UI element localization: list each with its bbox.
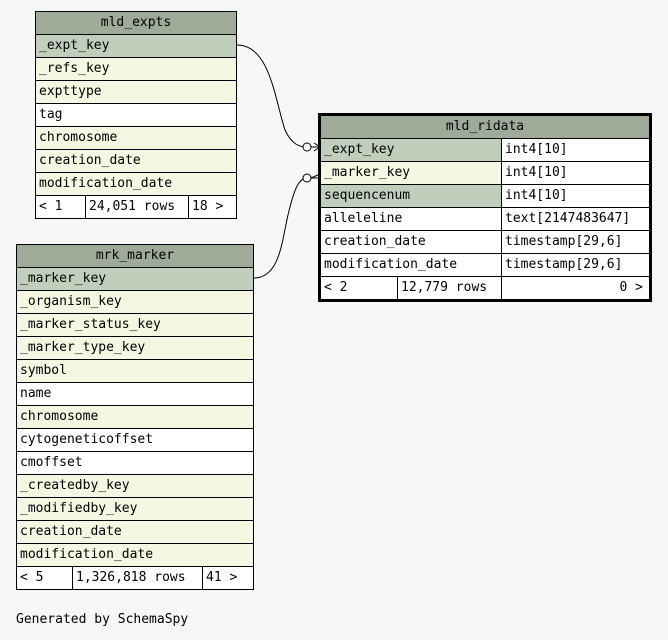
column-name: _expt_key bbox=[39, 38, 110, 53]
link-expt-key-end-circle bbox=[302, 142, 312, 152]
column-type: int4[10] bbox=[501, 139, 649, 161]
column-name: tag bbox=[39, 107, 63, 122]
row-count: 1,326,818 rows bbox=[72, 567, 202, 589]
column-name: chromosome bbox=[39, 130, 118, 145]
column-row[interactable]: _marker_key int4[10] bbox=[321, 162, 649, 185]
column-name: _marker_key bbox=[20, 271, 107, 286]
column-row[interactable]: _marker_type_key bbox=[17, 337, 253, 360]
column-row[interactable]: tag bbox=[36, 104, 236, 127]
column-name: creation_date bbox=[20, 524, 122, 539]
column-name: modification_date bbox=[39, 176, 173, 191]
column-row[interactable]: modification_date bbox=[36, 173, 236, 196]
column-row[interactable]: _createdby_key bbox=[17, 475, 253, 498]
column-row[interactable]: creation_date bbox=[36, 150, 236, 173]
parents-count[interactable]: < 2 bbox=[324, 280, 348, 295]
column-type: text[2147483647] bbox=[501, 208, 649, 230]
table-mrk-marker[interactable]: mrk_marker _marker_key _organism_key _ma… bbox=[16, 244, 254, 590]
column-row[interactable]: creation_date bbox=[17, 521, 253, 544]
column-row[interactable]: name bbox=[17, 383, 253, 406]
children-count[interactable]: 0 > bbox=[501, 277, 649, 299]
column-name: _marker_key bbox=[324, 165, 411, 180]
column-row[interactable]: modification_date bbox=[17, 544, 253, 567]
column-row[interactable]: symbol bbox=[17, 360, 253, 383]
generated-by-label: Generated by SchemaSpy bbox=[16, 612, 189, 627]
column-name: _marker_type_key bbox=[20, 340, 146, 355]
column-name: _refs_key bbox=[39, 61, 110, 76]
column-name: modification_date bbox=[20, 547, 154, 562]
row-count: 12,779 rows bbox=[397, 277, 501, 299]
column-name: alleleline bbox=[324, 211, 403, 226]
column-row[interactable]: _expt_key int4[10] bbox=[321, 139, 649, 162]
column-name: _organism_key bbox=[20, 294, 122, 309]
column-row[interactable]: _modifiedby_key bbox=[17, 498, 253, 521]
table-title[interactable]: mld_ridata bbox=[321, 116, 649, 139]
column-name: expttype bbox=[39, 84, 102, 99]
column-row[interactable]: _marker_status_key bbox=[17, 314, 253, 337]
column-name: modification_date bbox=[324, 257, 458, 272]
parents-count[interactable]: < 5 bbox=[20, 570, 44, 585]
parents-count[interactable]: < 1 bbox=[39, 199, 63, 214]
column-name: symbol bbox=[20, 363, 67, 378]
column-row[interactable]: _refs_key bbox=[36, 58, 236, 81]
column-name: chromosome bbox=[20, 409, 99, 424]
column-name: _marker_status_key bbox=[20, 317, 161, 332]
column-type: int4[10] bbox=[501, 162, 649, 184]
link-marker-key bbox=[253, 177, 308, 279]
column-type: timestamp[29,6] bbox=[501, 231, 649, 253]
link-marker-key-end-circle bbox=[302, 173, 312, 183]
column-row[interactable]: modification_date timestamp[29,6] bbox=[321, 254, 649, 277]
column-type: int4[10] bbox=[501, 185, 649, 207]
table-footer: < 1 24,051 rows 18 > bbox=[36, 196, 236, 218]
column-name: _expt_key bbox=[324, 142, 395, 157]
column-row[interactable]: chromosome bbox=[36, 127, 236, 150]
column-row[interactable]: cytogeneticoffset bbox=[17, 429, 253, 452]
column-name: cmoffset bbox=[20, 455, 83, 470]
column-name: _modifiedby_key bbox=[20, 501, 138, 516]
column-type: timestamp[29,6] bbox=[501, 254, 649, 276]
row-count: 24,051 rows bbox=[85, 196, 188, 218]
column-row[interactable]: cmoffset bbox=[17, 452, 253, 475]
table-mld-expts[interactable]: mld_expts _expt_key _refs_key expttype t… bbox=[35, 11, 237, 219]
column-name: creation_date bbox=[324, 234, 426, 249]
column-row[interactable]: chromosome bbox=[17, 406, 253, 429]
link-expt-key bbox=[236, 44, 308, 148]
column-name: creation_date bbox=[39, 153, 141, 168]
table-title[interactable]: mld_expts bbox=[36, 12, 236, 35]
column-row[interactable]: expttype bbox=[36, 81, 236, 104]
column-name: _createdby_key bbox=[20, 478, 130, 493]
table-footer: < 5 1,326,818 rows 41 > bbox=[17, 567, 253, 589]
column-name: sequencenum bbox=[324, 188, 411, 203]
table-footer: < 2 12,779 rows 0 > bbox=[321, 277, 649, 299]
column-name: cytogeneticoffset bbox=[20, 432, 154, 447]
column-row[interactable]: sequencenum int4[10] bbox=[321, 185, 649, 208]
column-row[interactable]: _marker_key bbox=[17, 268, 253, 291]
table-mld-ridata[interactable]: mld_ridata _expt_key int4[10] _marker_ke… bbox=[318, 113, 652, 302]
column-row[interactable]: alleleline text[2147483647] bbox=[321, 208, 649, 231]
table-title[interactable]: mrk_marker bbox=[17, 245, 253, 268]
children-count[interactable]: 41 > bbox=[202, 567, 253, 589]
column-row[interactable]: _expt_key bbox=[36, 35, 236, 58]
children-count[interactable]: 18 > bbox=[188, 196, 236, 218]
column-row[interactable]: creation_date timestamp[29,6] bbox=[321, 231, 649, 254]
column-name: name bbox=[20, 386, 52, 401]
column-row[interactable]: _organism_key bbox=[17, 291, 253, 314]
